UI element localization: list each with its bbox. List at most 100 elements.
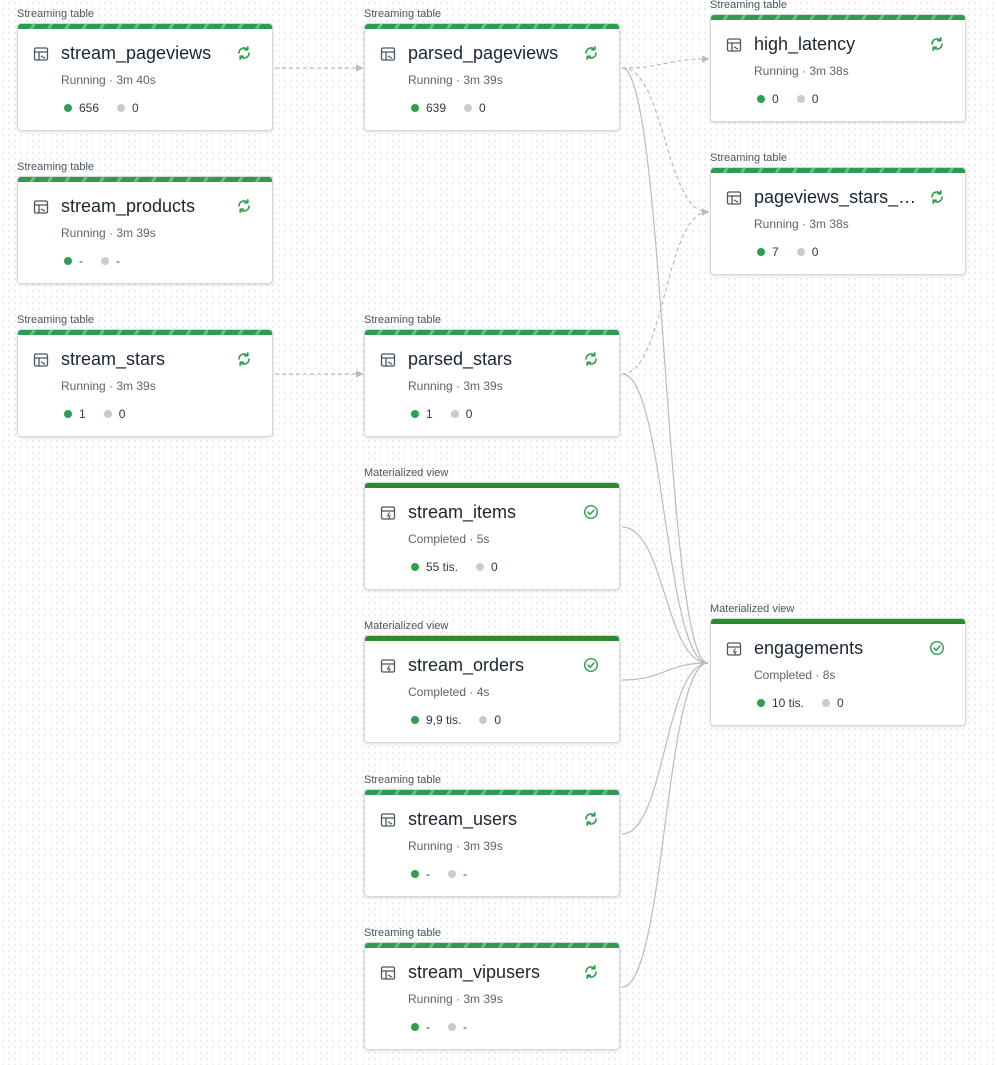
status-bar: [365, 636, 619, 641]
status-bar: [365, 943, 619, 948]
edge-stream-users-to-engagements: [621, 662, 709, 835]
node-type-label: Streaming table: [17, 8, 95, 20]
node-title[interactable]: engagements: [754, 638, 864, 658]
streaming-table-icon: [726, 190, 742, 206]
grey-dot-icon: [796, 95, 805, 103]
node-type-label: Materialized view: [364, 620, 449, 632]
edge-parsed-pageviews-to-high-latency: [621, 55, 710, 69]
metric-green-value: 639: [426, 101, 447, 115]
metric-green: 55 tis.: [411, 560, 458, 574]
metric-green: 1: [64, 407, 86, 421]
metric-grey: 0: [464, 101, 486, 115]
grey-dot-icon: [103, 410, 112, 418]
edge-parsed-stars-to-engagements: [621, 373, 709, 664]
metric-grey: 0: [476, 560, 498, 574]
node-status-text: Running · 3m 39s: [408, 839, 503, 853]
metric-grey: -: [101, 254, 120, 268]
metric-green: -: [64, 254, 83, 268]
node-title[interactable]: stream_stars: [61, 349, 166, 369]
green-dot-icon: [64, 104, 72, 112]
node-title[interactable]: high_latency: [754, 34, 856, 54]
metric-green: 639: [411, 101, 446, 115]
node-title[interactable]: parsed_stars: [408, 349, 513, 369]
metric-green-value: -: [426, 867, 430, 881]
metric-grey: 0: [822, 696, 844, 710]
metric-green: -: [411, 1020, 430, 1034]
node-title[interactable]: stream_pageviews: [61, 43, 212, 63]
node-metrics: 9,9 tis.0: [411, 713, 519, 727]
status-bar: [711, 619, 965, 624]
check-circle-icon: [929, 640, 945, 656]
node-metrics: --: [411, 867, 485, 881]
metric-grey: -: [448, 1020, 467, 1034]
node-title[interactable]: stream_items: [408, 502, 517, 522]
metric-green-value: -: [426, 1020, 430, 1034]
node-title[interactable]: stream_products: [61, 196, 196, 216]
metric-grey-value: 0: [465, 407, 473, 421]
node-title[interactable]: stream_vipusers: [408, 962, 541, 982]
status-bar: [365, 483, 619, 488]
edge-parsed-stars-to-pageviews-stars-c: [621, 208, 710, 375]
status-bar: [365, 24, 619, 29]
metric-green: 0: [757, 92, 779, 106]
node-title[interactable]: stream_orders: [408, 655, 525, 675]
metric-grey-value: -: [463, 1020, 467, 1034]
node-type-label: Streaming table: [364, 8, 442, 20]
grey-dot-icon: [464, 104, 473, 112]
streaming-table-icon: [380, 812, 396, 828]
green-dot-icon: [411, 1023, 419, 1031]
status-bar: [18, 24, 272, 29]
node-status-text: Running · 3m 39s: [61, 379, 156, 393]
status-bar: [18, 177, 272, 182]
edge-parsed-pageviews-to-pageviews-stars-c: [621, 67, 710, 216]
node-status-text: Running · 3m 40s: [61, 73, 156, 87]
edge-parsed-pageviews-to-engagements: [621, 67, 709, 664]
node-title[interactable]: pageviews_stars_c...: [754, 187, 920, 207]
node-title[interactable]: parsed_pageviews: [408, 43, 559, 63]
metric-green: 1: [411, 407, 433, 421]
node-type-label: Materialized view: [710, 603, 795, 615]
streaming-table-icon: [33, 46, 49, 62]
node-type-label: Streaming table: [17, 314, 95, 326]
refresh-icon: [583, 811, 599, 827]
node-status-text: Running · 3m 39s: [408, 992, 503, 1006]
green-dot-icon: [411, 104, 419, 112]
metric-green: 656: [64, 101, 99, 115]
metric-green-value: 55 tis.: [426, 560, 459, 574]
node-type-label: Streaming table: [710, 152, 788, 164]
metric-grey: 0: [479, 713, 501, 727]
metric-green-value: 0: [772, 92, 779, 106]
node-metrics: --: [411, 1020, 485, 1034]
refresh-icon: [583, 45, 599, 61]
streaming-table-icon: [33, 199, 49, 215]
grey-dot-icon: [117, 104, 126, 112]
metric-green-value: 10 tis.: [772, 696, 805, 710]
refresh-icon: [236, 198, 252, 214]
metric-grey-value: 0: [811, 92, 819, 106]
materialized-view-icon: [380, 505, 396, 521]
metric-grey: 0: [450, 407, 473, 421]
node-title[interactable]: stream_users: [408, 809, 518, 829]
node-type-label: Streaming table: [710, 0, 788, 11]
grey-dot-icon: [476, 563, 485, 571]
status-bar: [711, 15, 965, 20]
node-status-text: Completed · 5s: [408, 532, 490, 546]
node-status-text: Running · 3m 39s: [408, 73, 503, 87]
node-metrics: 639 0: [411, 101, 504, 115]
